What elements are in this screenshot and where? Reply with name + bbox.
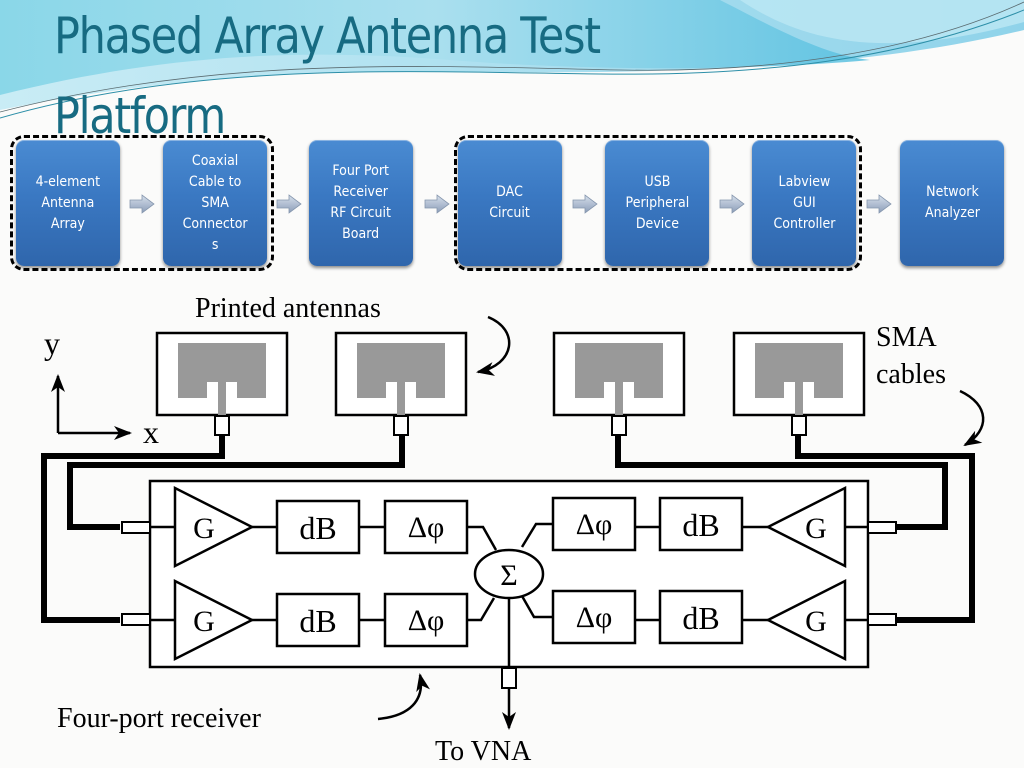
attenuator-label: dB (299, 510, 336, 546)
attenuator-label: dB (682, 600, 719, 636)
to-vna-label: To VNA (435, 736, 532, 767)
attenuator-block (275, 592, 361, 648)
receiver-channel: GdB Δφ (520, 578, 868, 662)
slide-title-line1: Phased Array Antenna Test (54, 7, 601, 65)
board-connector (121, 521, 151, 534)
flow-box-dac-circuit: DAC Circuit (458, 140, 562, 266)
phase-shifter-label: Δφ (408, 511, 445, 544)
phase-shifter-label: Δφ (576, 508, 613, 541)
printed-antenna (552, 331, 686, 436)
combiner-label: Σ (500, 559, 517, 592)
receiver-pointer-arrow (377, 673, 430, 721)
phase-shifter-block (551, 496, 637, 552)
antenna-sma-connector (214, 415, 230, 436)
right-arrow-icon (276, 194, 302, 214)
right-arrow-icon (572, 194, 598, 214)
right-arrow-icon (866, 194, 892, 214)
group-outline-control-chain (454, 135, 862, 271)
four-port-receiver-label: Four-port receiver (57, 703, 262, 734)
antenna-feedline (615, 382, 623, 415)
sma-cables-pointer-arrow (959, 389, 985, 447)
slide-title: Phased Array Antenna Test Platform (54, 0, 601, 156)
antenna-feedline (218, 382, 226, 415)
axis-x-label: x (143, 414, 159, 450)
flow-box-coaxial-cable: Coaxial Cable to SMA Connector s (163, 140, 267, 266)
sma-cable-2 (67, 436, 405, 530)
gain-amplifier (173, 578, 255, 662)
board-connector (867, 521, 897, 534)
sma-cable-1 (41, 436, 225, 623)
phase-shifter-label: Δφ (408, 604, 445, 637)
sma-cables-label-line2: cables (876, 359, 946, 390)
antenna-sma-connector (611, 415, 627, 436)
sma-cables (41, 436, 975, 623)
flow-box-antenna-array: 4-element Antenna Array (16, 140, 120, 266)
board-connector (121, 613, 151, 626)
flow-box-labview-gui: Labview GUI Controller (752, 140, 856, 266)
header-background-swoosh (0, 0, 1024, 140)
attenuator-block (658, 589, 744, 645)
combiner-feed-line (520, 522, 553, 548)
phase-shifter-block (383, 592, 469, 648)
vna-output-connector (501, 667, 517, 689)
group-outline-antenna-cabling (10, 135, 274, 271)
right-arrow-icon (129, 194, 155, 214)
right-arrow-icon (719, 194, 745, 214)
antenna-feedline (397, 382, 405, 415)
phase-shifter-block (551, 589, 637, 645)
attenuator-block (275, 499, 361, 555)
combiner-sigma (473, 548, 545, 600)
sma-cables-label: SMA (876, 322, 937, 353)
flow-box-usb-device: USB Peripheral Device (605, 140, 709, 266)
printed-antennas-label: Printed antennas (195, 293, 381, 324)
attenuator-label: dB (299, 603, 336, 639)
antenna-sma-connector (393, 415, 409, 436)
receiver-block-diagram: Printed antennas SMA cables y x Four-por… (41, 293, 985, 767)
attenuator-block (658, 496, 744, 552)
gain-label: G (805, 512, 827, 545)
flow-box-four-port-receiver: Four Port Receiver RF Circuit Board (309, 140, 413, 266)
sma-cable-4 (795, 436, 975, 623)
printed-antenna (155, 331, 289, 436)
printed-antennas-pointer-arrow (476, 315, 511, 376)
right-arrow-icon (424, 194, 450, 214)
gain-label: G (193, 512, 215, 545)
board-connector (867, 613, 897, 626)
receiver-channel: GdB Δφ (520, 485, 868, 569)
gain-amplifier (765, 485, 847, 569)
printed-antenna (334, 331, 468, 436)
antenna-sma-connector (791, 415, 807, 436)
attenuator-label: dB (682, 507, 719, 543)
sma-cable-3 (615, 436, 948, 530)
phase-shifter-label: Δφ (576, 601, 613, 634)
printed-antenna (732, 331, 866, 436)
axis-y-label: y (44, 325, 60, 361)
axis-indicator (51, 374, 132, 440)
gain-label: G (805, 605, 827, 638)
combiner-feed-line (520, 595, 553, 619)
gain-amplifier (765, 578, 847, 662)
combiner-feed-line (467, 525, 498, 551)
phase-shifter-block (383, 499, 469, 555)
combiner-feed-line (467, 597, 496, 622)
gain-amplifier (173, 485, 255, 569)
antenna-feedline (795, 382, 803, 415)
gain-label: G (193, 605, 215, 638)
flow-box-network-analyzer: Network Analyzer (900, 140, 1004, 266)
